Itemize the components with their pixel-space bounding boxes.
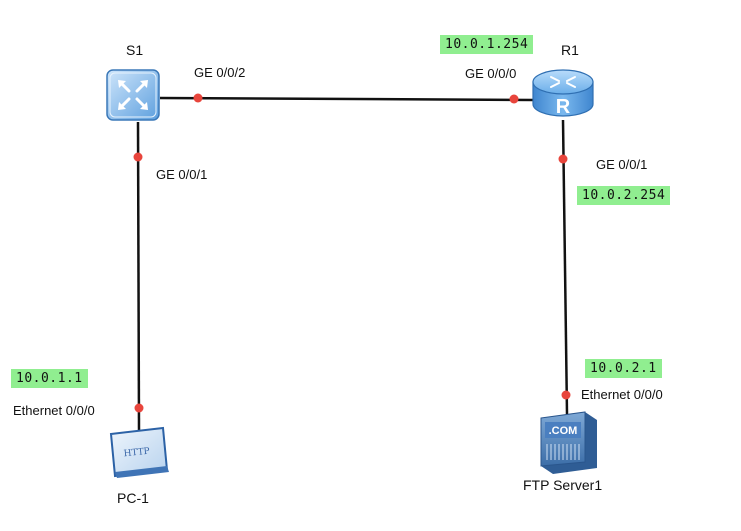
port-dot-s1-ge002 bbox=[193, 93, 203, 103]
port-label-r1-ge000: GE 0/0/0 bbox=[465, 66, 517, 81]
server-badge-text: .COM bbox=[549, 425, 578, 437]
port-dot-s1-ge001 bbox=[133, 152, 143, 162]
port-dot-pc1-eth bbox=[134, 403, 144, 413]
svg-text:R: R bbox=[556, 96, 571, 118]
ip-label-pc1: 10.0.1.1 bbox=[11, 369, 88, 388]
node-label-s1: S1 bbox=[126, 42, 144, 58]
server-icon[interactable]: .COM bbox=[540, 411, 597, 474]
link-s1-r1[interactable] bbox=[159, 96, 536, 102]
port-label-s1-ge002: GE 0/0/2 bbox=[194, 65, 246, 80]
ip-label-r1-ge000: 10.0.1.254 bbox=[440, 35, 534, 54]
port-label-s1-ge001: GE 0/0/1 bbox=[156, 167, 208, 182]
node-label-ftp: FTP Server1 bbox=[523, 477, 603, 493]
switch-icon[interactable] bbox=[106, 69, 160, 121]
link-s1-pc1[interactable] bbox=[136, 121, 141, 433]
router-icon[interactable]: R bbox=[532, 69, 594, 118]
ip-label-ftp: 10.0.2.1 bbox=[585, 359, 662, 378]
port-dot-ftp-eth bbox=[561, 390, 571, 400]
node-label-pc1: PC-1 bbox=[117, 490, 149, 506]
node-label-r1: R1 bbox=[561, 42, 579, 58]
pc-icon[interactable]: HTTP bbox=[109, 426, 169, 478]
port-dot-r1-ge000 bbox=[509, 94, 519, 104]
port-dot-r1-ge001 bbox=[558, 154, 568, 164]
port-label-r1-ge001: GE 0/0/1 bbox=[596, 157, 648, 172]
pc-screen-text: HTTP bbox=[123, 447, 150, 460]
ip-label-r1-ge001: 10.0.2.254 bbox=[577, 186, 671, 205]
link-r1-ftp[interactable] bbox=[561, 119, 569, 415]
port-label-ftp-eth: Ethernet 0/0/0 bbox=[581, 387, 663, 402]
port-label-pc1-eth: Ethernet 0/0/0 bbox=[13, 403, 95, 418]
